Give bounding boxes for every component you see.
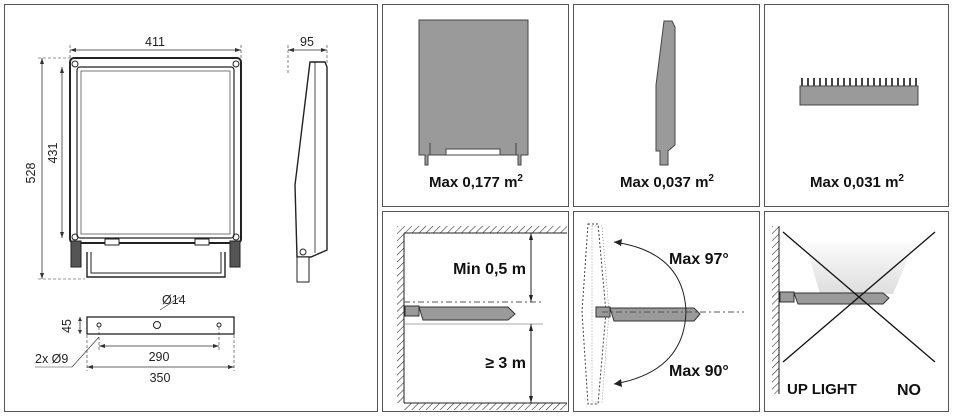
side-housing — [294, 61, 328, 258]
up-light-label: UP LIGHT — [787, 381, 857, 398]
tilt-angle-panel: Max 97° Max 90° — [573, 211, 760, 412]
no-label: NO — [897, 382, 921, 399]
bracket-length-label: 350 — [150, 371, 171, 385]
tilt-up-label: Max 97° — [669, 251, 729, 268]
min-height-label: ≥ 3 m — [485, 355, 526, 372]
top-silhouette — [799, 78, 919, 106]
side-silhouette — [655, 20, 676, 166]
dimension-drawing: 411 528 431 95 — [24, 35, 328, 385]
mounting-distance-drawing: Min 0,5 m ≥ 3 m — [397, 226, 567, 410]
total-height-label: 528 — [24, 163, 38, 184]
min-distance-label: Min 0,5 m — [453, 261, 526, 278]
tilt-down-label: Max 90° — [669, 363, 729, 380]
front-silhouette — [418, 19, 529, 166]
side-depth-label: 95 — [300, 35, 314, 49]
light-cone — [805, 242, 915, 294]
luminaire-horizontal-icon — [595, 306, 701, 322]
up-light-drawing: UP LIGHT NO — [772, 226, 936, 399]
front-area-label: Max 0,177 m2 — [429, 173, 523, 191]
luminaire-uplight-icon — [779, 291, 890, 305]
hole-center-label: Ø14 — [162, 293, 186, 307]
body-height-label: 431 — [46, 143, 60, 164]
top-area-drawing: Max 0,031 m2 — [799, 78, 919, 191]
holes-side-label: 2x Ø9 — [35, 352, 68, 366]
top-area-panel: Max 0,031 m2 — [764, 4, 949, 207]
front-area-panel: Max 0,177 m2 — [382, 4, 569, 207]
up-light-panel: UP LIGHT NO — [764, 211, 949, 412]
bracket-height-label: 45 — [60, 319, 74, 333]
front-width-label: 411 — [145, 35, 165, 49]
front-area-drawing: Max 0,177 m2 — [418, 19, 529, 191]
side-area-label: Max 0,037 m2 — [620, 173, 714, 191]
mounting-distance-panel: Min 0,5 m ≥ 3 m — [382, 211, 569, 412]
side-area-drawing: Max 0,037 m2 — [620, 20, 714, 191]
luminaire-side-icon — [404, 305, 516, 321]
tilt-angle-drawing: Max 97° Max 90° — [581, 223, 744, 405]
hole-spacing-label: 290 — [149, 350, 170, 364]
side-area-panel: Max 0,037 m2 — [573, 4, 760, 207]
top-area-label: Max 0,031 m2 — [810, 173, 904, 191]
dimension-drawing-panel: 411 528 431 95 — [4, 4, 378, 412]
